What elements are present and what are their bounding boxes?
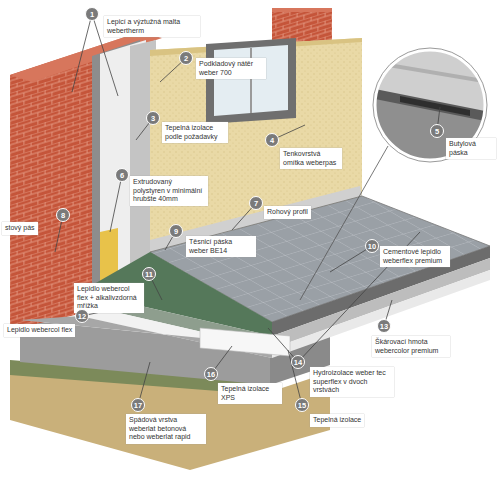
- part-label: Tenkovrstvá omítka weberpas: [280, 148, 342, 169]
- callout-number: 14: [291, 355, 305, 369]
- part-label: Spádová vrstva weberlat betonová nebo we…: [126, 414, 206, 444]
- callout-number: 5: [430, 124, 444, 138]
- part-label: Extrudovaný polystyren v minimální hrubš…: [130, 176, 208, 206]
- part-label: Tepelná izolace XPS: [218, 383, 282, 404]
- callout-number: 17: [131, 398, 145, 412]
- part-label: Rohový profil: [264, 206, 311, 219]
- part-label: Tepelná izolace: [310, 414, 364, 427]
- callout-number: 11: [142, 267, 156, 281]
- part-label: Škárovací hmota webercolor premium: [372, 336, 450, 357]
- callout-number: 3: [146, 111, 160, 125]
- callout-number: 1: [85, 7, 99, 21]
- callout-number: 16: [204, 367, 218, 381]
- part-label: stový pás: [2, 222, 38, 235]
- callout-number: 9: [169, 224, 183, 238]
- part-label: Lepidlo webercol flex: [4, 324, 75, 337]
- part-label: Cementové lepidlo weberflex premium: [380, 246, 450, 267]
- callout-number: 8: [56, 208, 70, 222]
- callout-number: 4: [265, 133, 279, 147]
- callout-number: 12: [75, 309, 89, 323]
- callout-number: 15: [295, 398, 309, 412]
- part-label: Hydroizolace weber tec superflex v dvoch…: [310, 367, 394, 397]
- part-label: Lepicí a výztužná malta webertherm: [104, 16, 200, 37]
- part-label: Butylová páska: [446, 138, 496, 159]
- callout-number: 6: [115, 168, 129, 182]
- callout-number: 2: [179, 51, 193, 65]
- part-label: Těsnicí páska weber BE14: [186, 236, 256, 257]
- part-label: Tepelná izolace podle požadavky: [162, 122, 228, 143]
- callout-number: 7: [249, 196, 263, 210]
- callout-number: 10: [365, 239, 379, 253]
- part-label: Podkladový nátěr weber 700: [196, 58, 266, 79]
- callout-number: 13: [377, 319, 391, 333]
- part-label: Lepidlo webercol flex + alkalivzdorná mř…: [74, 283, 144, 313]
